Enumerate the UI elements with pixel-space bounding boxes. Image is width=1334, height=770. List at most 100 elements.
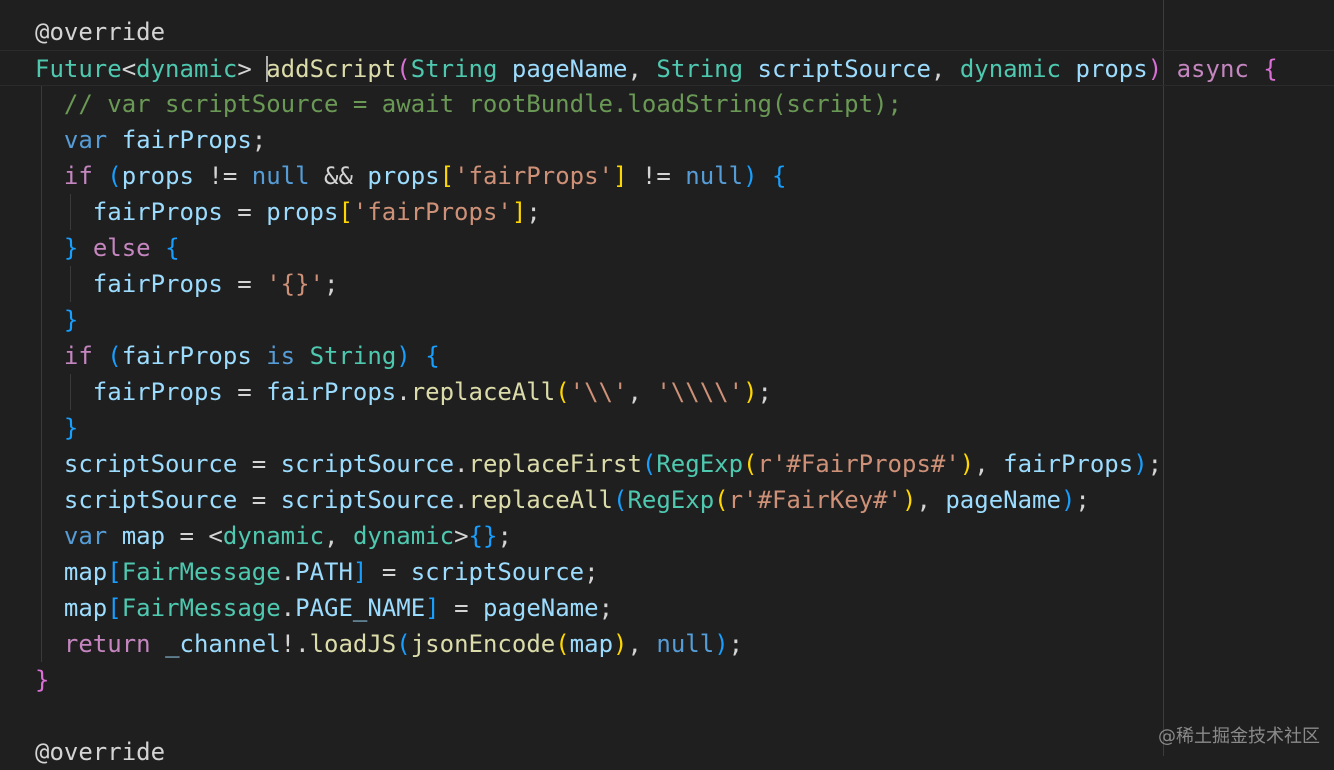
code-token: if [63,342,93,370]
code-token [78,234,92,262]
code-token: ; [251,126,267,154]
code-text: return _channel!.loadJS(jsonEncode(map),… [35,626,743,662]
code-token: [ [107,594,122,622]
code-token: ( [555,630,570,658]
code-token: ) [1133,450,1148,478]
indent-guide [41,590,42,626]
code-line[interactable]: @override [0,734,1334,770]
code-line[interactable]: var fairProps; [0,122,1334,158]
code-token: ; [728,630,744,658]
code-token: , [930,55,960,83]
code-token: is [266,342,296,370]
code-token: map [63,558,108,586]
code-token: , [627,630,657,658]
code-token [411,342,425,370]
code-token: ) [1147,55,1163,83]
code-text: } [35,410,78,446]
code-line[interactable]: var map = <dynamic, dynamic>{}; [0,518,1334,554]
code-token: RegExp [627,486,715,514]
code-line[interactable]: scriptSource = scriptSource.replaceAll(R… [0,482,1334,518]
indent-guide [41,266,42,302]
code-line[interactable]: fairProps = props['fairProps']; [0,194,1334,230]
code-line[interactable]: if (props != null && props['fairProps'] … [0,158,1334,194]
indent-guide [41,554,42,590]
code-token [758,162,772,190]
code-token: [ [107,558,122,586]
code-token: { [425,342,440,370]
code-text: @override [35,14,165,50]
code-token: pageName [511,55,628,83]
code-token: ) [396,342,411,370]
code-token: . [280,558,296,586]
code-line[interactable]: fairProps = '{}'; [0,266,1334,302]
code-token: fairProps [92,270,223,298]
code-token: replaceFirst [468,450,642,478]
code-line[interactable]: } [0,410,1334,446]
code-token: fairProps [121,126,252,154]
code-token: Future [35,55,122,83]
code-token: ; [584,558,599,586]
code-line[interactable]: } [0,662,1334,698]
code-token: var [63,126,108,154]
code-token: != [627,162,686,190]
code-token: map [121,522,166,550]
code-token: dynamic [222,522,325,550]
code-token: ( [714,486,729,514]
code-token: FairMessage [121,558,281,586]
code-token: ) [1060,486,1076,514]
code-text: var fairProps; [35,122,266,158]
indent-guide [41,410,42,446]
indent-guide [41,230,42,266]
code-line[interactable]: map[FairMessage.PAGE_NAME] = pageName; [0,590,1334,626]
code-token: = [222,270,267,298]
code-token: , [324,522,353,550]
code-line[interactable]: @override [0,14,1334,50]
code-token: = [222,198,267,226]
code-token: pageName [945,486,1061,514]
code-token [93,162,107,190]
code-token [252,342,266,370]
code-token [1061,55,1075,83]
code-token: props [121,162,194,190]
code-token: else [92,234,151,262]
code-token: fairProps [266,378,397,406]
code-text: fairProps = '{}'; [35,266,339,302]
code-token: [ [338,198,353,226]
code-line[interactable]: return _channel!.loadJS(jsonEncode(map),… [0,626,1334,662]
code-text: map[FairMessage.PAGE_NAME] = pageName; [35,590,613,626]
code-line[interactable]: fairProps = fairProps.replaceAll('\\', '… [0,374,1334,410]
code-token: map [63,594,108,622]
code-line[interactable] [0,698,1334,734]
code-token: loadJS [309,630,397,658]
indent-guide [41,338,42,374]
code-token: replaceAll [468,486,614,514]
code-line[interactable]: if (fairProps is String) { [0,338,1334,374]
code-token: ; [497,522,512,550]
code-line[interactable]: Future<dynamic> addScript(String pageNam… [0,50,1334,86]
code-token: jsonEncode [410,630,556,658]
code-token: !. [280,630,310,658]
code-token: ( [107,162,122,190]
code-token: String [309,342,397,370]
code-line[interactable]: scriptSource = scriptSource.replaceFirst… [0,446,1334,482]
code-token: ; [1147,450,1163,478]
code-line[interactable]: map[FairMessage.PATH] = scriptSource; [0,554,1334,590]
code-token: ] [352,558,368,586]
code-token: scriptSource [280,486,455,514]
code-line[interactable]: } [0,302,1334,338]
code-token: '\\' [569,378,628,406]
code-token: null [685,162,744,190]
code-line[interactable]: // var scriptSource = await rootBundle.l… [0,86,1334,122]
code-token: dynamic [352,522,455,550]
code-token: pageName [482,594,599,622]
code-token: String [656,55,744,83]
indent-guide [41,482,42,518]
code-line[interactable]: } else { [0,230,1334,266]
code-token [1249,55,1263,83]
code-token: scriptSource [63,486,238,514]
code-token [107,522,121,550]
code-token: ( [107,342,122,370]
code-text: } [35,302,78,338]
code-token: . [454,450,469,478]
